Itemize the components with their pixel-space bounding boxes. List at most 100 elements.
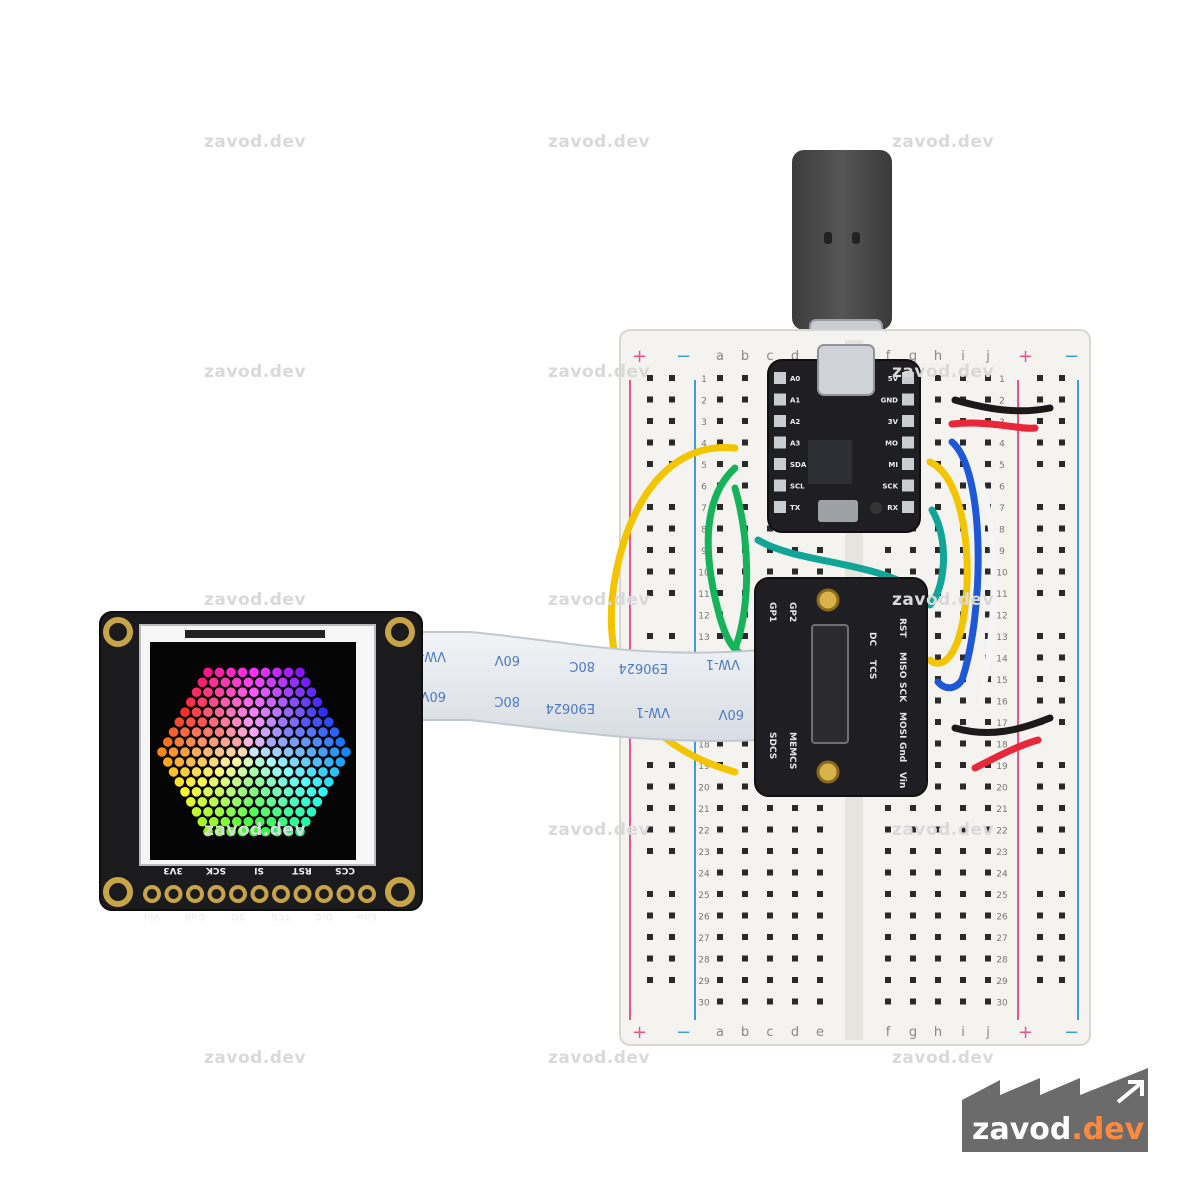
- row-number: 27: [698, 934, 709, 944]
- mcu-pin-label: MO: [885, 440, 898, 448]
- rgb-dot: [226, 747, 236, 757]
- row-number: 11: [996, 590, 1007, 600]
- row-number: 13: [698, 633, 709, 643]
- wire-red-bottom: [971, 736, 1042, 772]
- rgb-dot: [249, 807, 259, 817]
- rgb-dot: [191, 687, 202, 697]
- rail-hole: [1037, 375, 1043, 381]
- row-number: 21: [698, 805, 709, 815]
- breadboard-hole: [717, 934, 723, 940]
- breadboard-hole: [717, 375, 723, 381]
- rail-hole: [1059, 547, 1065, 553]
- breadboard-hole: [910, 848, 916, 854]
- mcu-pin-label: A0: [790, 375, 800, 383]
- rgb-dot: [318, 727, 328, 737]
- breadboard-hole: [910, 891, 916, 897]
- ribbon-print-text: VW-1: [706, 656, 740, 671]
- breadboard-hole: [742, 461, 748, 467]
- column-letter: f: [886, 349, 891, 364]
- rgb-dot: [226, 707, 236, 717]
- adapter-label: Gnd: [897, 742, 907, 762]
- rgb-dot: [197, 717, 208, 727]
- breadboard-hole: [910, 912, 916, 919]
- rgb-dot: [272, 667, 282, 678]
- breadboard-hole: [717, 740, 723, 747]
- column-letter: c: [766, 1025, 773, 1040]
- wire-blue: [934, 438, 982, 692]
- row-number: 1: [999, 375, 1005, 385]
- rail-hole: [1037, 912, 1043, 919]
- breadboard-hole: [960, 568, 966, 575]
- breadboard-hole: [910, 998, 916, 1005]
- breadboard-hole: [817, 891, 823, 897]
- rail-hole: [669, 783, 675, 790]
- breadboard-hole: [960, 891, 966, 897]
- rgb-dot: [260, 667, 271, 678]
- rgb-dot: [249, 826, 259, 837]
- display-pin-label: RST: [291, 865, 311, 875]
- breadboard-hole: [960, 762, 966, 768]
- ribbon-print-text: 80C: [569, 658, 595, 673]
- mcu-pin-label: A3: [790, 440, 800, 448]
- rgb-dot: [306, 687, 317, 697]
- breadboard-hole: [767, 525, 773, 532]
- rgb-dot: [209, 697, 219, 707]
- rgb-dot: [272, 707, 282, 717]
- breadboard-hole: [985, 891, 991, 897]
- rail-hole: [669, 590, 675, 596]
- rgb-dot: [283, 747, 294, 757]
- rgb-dot: [272, 787, 282, 797]
- row-number: 19: [996, 762, 1008, 772]
- rgb-dot: [312, 697, 323, 707]
- rail-hole: [1059, 912, 1065, 919]
- wire-white: [977, 483, 997, 708]
- breadboard-hole: [935, 955, 941, 962]
- breadboard-hole: [885, 955, 891, 962]
- row-number: 19: [698, 762, 710, 772]
- breadboard-hole: [717, 891, 723, 897]
- rail-hole: [669, 375, 675, 381]
- adapter-label: MISO: [897, 652, 907, 679]
- rgb-dot: [254, 677, 265, 688]
- mount-hole-tr: [385, 617, 415, 647]
- breadboard-hole: [767, 998, 773, 1005]
- rgb-dot: [243, 777, 254, 787]
- display-pin-label: SCK: [205, 865, 226, 875]
- rgb-dot: [289, 777, 300, 787]
- mcu-pin: [902, 415, 914, 427]
- watermark-text: zavod.dev: [548, 362, 651, 382]
- watermark-text: zavod.dev: [548, 1048, 651, 1068]
- rgb-dot: [203, 707, 213, 717]
- row-number: 4: [701, 440, 707, 450]
- breadboard-hole: [717, 418, 723, 424]
- rgb-dot: [266, 797, 277, 807]
- breadboard-hole: [960, 633, 966, 639]
- column-letter: d: [791, 349, 799, 364]
- rgb-dot: [232, 816, 242, 827]
- rail-hole: [1037, 525, 1043, 532]
- rail-hole: [1059, 955, 1065, 962]
- rgb-dot: [214, 787, 225, 797]
- breadboard-hole: [960, 955, 966, 962]
- rgb-dot: [203, 787, 213, 797]
- breadboard-hole: [717, 977, 723, 983]
- column-letter: b: [741, 349, 749, 364]
- rgb-dot: [180, 787, 190, 797]
- display-pin: [164, 885, 183, 903]
- breadboard-hole: [935, 568, 941, 575]
- display-pin: [186, 885, 204, 903]
- breadboard-hole: [935, 375, 941, 381]
- row-number: 28: [996, 956, 1008, 966]
- rail-hole: [647, 418, 653, 424]
- rgb-dot: [214, 767, 225, 777]
- row-number: 15: [996, 676, 1007, 686]
- rgb-dot: [249, 727, 259, 737]
- rgb-hexagon-graphic: [157, 667, 351, 837]
- rail-hole: [647, 955, 653, 962]
- rail-hole: [647, 525, 653, 532]
- breadboard-hole: [985, 396, 991, 403]
- row-number: 12: [698, 612, 709, 622]
- breadboard-hole: [910, 568, 916, 575]
- breadboard-hole: [985, 547, 991, 553]
